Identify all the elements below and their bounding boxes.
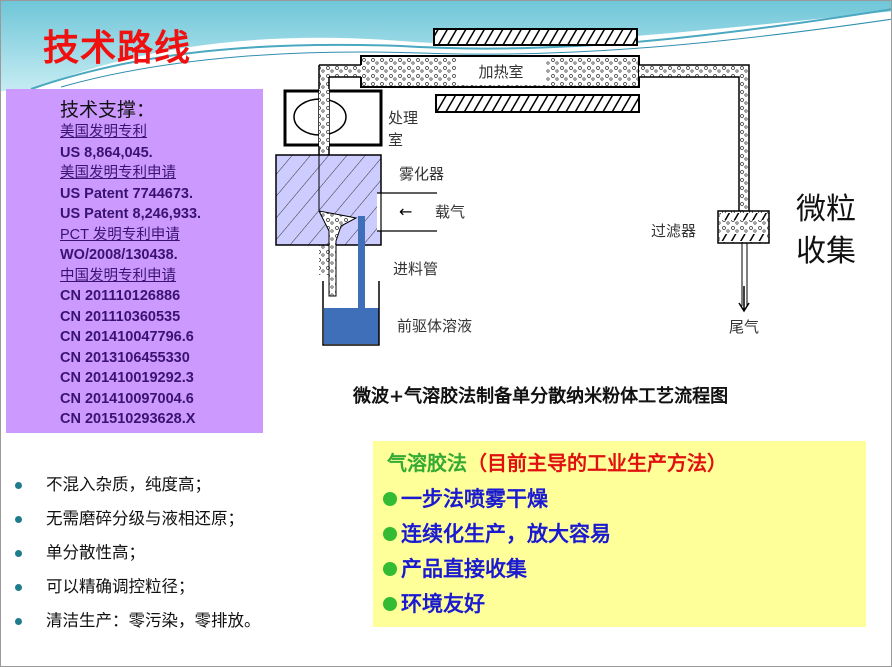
support-heading: 技术支撑： [60, 99, 156, 121]
method-item-text: 连续化生产，放大容易 [401, 521, 611, 546]
feed-tube [358, 216, 365, 309]
patent-number: WO/2008/130438. [60, 247, 178, 263]
technical-support-panel: 技术支撑： 美国发明专利 US 8,864,045. 美国发明专利申请 US Pate… [6, 89, 263, 433]
bullet-icon [383, 596, 397, 611]
advantage-text: 不混入杂质，纯度高； [46, 475, 211, 494]
advantage-text: 可以精确调控粒径； [46, 577, 195, 596]
carrier-gas-arrow-icon: ← [399, 202, 412, 221]
treatment-chamber [283, 89, 383, 147]
advantage-item: 清洁生产：零污染，零排放。 [15, 604, 261, 638]
bullet-icon [15, 515, 22, 523]
patent-number: CN 201110126886 [60, 288, 181, 304]
advantages-list: 不混入杂质，纯度高； 无需磨碎分级与液相还原； 单分散性高； 可以精确调控粒径； 清洁生… [15, 468, 261, 638]
bullet-icon [15, 549, 22, 557]
method-item: 连续化生产，放大容易 [383, 516, 611, 551]
particle-collection-label: 微粒收集 [796, 192, 856, 269]
filter-label: 过滤器 [651, 222, 696, 240]
feed-tube-label: 进料管 [393, 260, 438, 278]
patent-number: US Patent 7744673. [60, 185, 193, 202]
method-item-text: 产品直接收集 [401, 556, 527, 581]
bullet-icon [383, 491, 397, 506]
patent-number: US Patent 8,246,933. [60, 206, 202, 222]
patent-number: CN 2013106455330 [60, 349, 190, 366]
heating-chamber-label: 加热室 [478, 63, 523, 81]
precursor-solution-label: 前驱体溶液 [397, 317, 472, 335]
advantage-item: 不混入杂质，纯度高； [15, 468, 261, 502]
treatment-chamber-label: 处理室 [388, 109, 418, 149]
patent-number: US 8,864,045. [60, 144, 153, 161]
patent-list: 美国发明专利 US 8,864,045. 美国发明专利申请 US Patent 774… [60, 122, 201, 430]
method-item: 一步法喷雾干燥 [383, 481, 611, 516]
exhaust-label: 尾气 [729, 318, 759, 336]
patent-category: 美国发明专利 [60, 124, 147, 140]
method-heading-note: （目前主导的工业生产方法） [467, 451, 727, 475]
patent-number: CN 201410097004.6 [60, 390, 194, 407]
method-items: 一步法喷雾干燥连续化生产，放大容易产品直接收集环境友好 [383, 481, 611, 621]
patent-number: CN 201110360535 [60, 308, 181, 325]
carrier-gas-label: 载气 [435, 203, 465, 221]
patent-number: CN 201510293628.X [60, 411, 196, 427]
advantage-text: 清洁生产：零污染，零排放。 [46, 611, 261, 630]
method-item-text: 环境友好 [401, 591, 485, 616]
advantage-text: 无需磨碎分级与液相还原； [46, 509, 244, 528]
precursor-solution [324, 308, 379, 344]
heater-top [433, 28, 638, 46]
atomizer-label: 雾化器 [399, 165, 444, 183]
patent-category: 中国发明专利申请 [60, 267, 176, 284]
bullet-icon [383, 561, 397, 576]
method-item-text: 一步法喷雾干燥 [401, 486, 548, 511]
heater-bottom [435, 94, 640, 113]
advantage-text: 单分散性高； [46, 543, 145, 562]
header-banner [1, 1, 891, 91]
patent-number: CN 201410047796.6 [60, 329, 194, 345]
advantage-item: 无需磨碎分级与液相还原； [15, 502, 261, 536]
bullet-icon [15, 583, 22, 591]
process-flow-diagram: 加热室 处理室 雾化器 ← 载气 进料管 前驱体溶液 过滤器 尾气 [275, 28, 856, 346]
bullet-icon [15, 617, 22, 625]
patent-number: CN 201410019292.3 [60, 370, 194, 386]
bullet-icon [15, 481, 22, 489]
patent-category: 美国发明专利申请 [60, 165, 176, 181]
aerosol-method-box: 气溶胶法（目前主导的工业生产方法） 一步法喷雾干燥连续化生产，放大容易产品直接收… [373, 441, 866, 627]
bullet-icon [383, 526, 397, 541]
method-heading-main: 气溶胶法 [387, 451, 467, 475]
method-item: 产品直接收集 [383, 551, 611, 586]
slide-title: 技术路线 [43, 28, 192, 69]
advantage-item: 单分散性高； [15, 536, 261, 570]
exhaust-arrow-icon [738, 286, 750, 313]
patent-category: PCT 发明专利申请 [60, 226, 180, 243]
diagram-caption: 微波+气溶胶法制备单分散纳米粉体工艺流程图 [353, 386, 729, 407]
method-item: 环境友好 [383, 586, 611, 621]
method-heading: 气溶胶法（目前主导的工业生产方法） [387, 447, 727, 476]
advantage-item: 可以精确调控粒径； [15, 570, 261, 604]
